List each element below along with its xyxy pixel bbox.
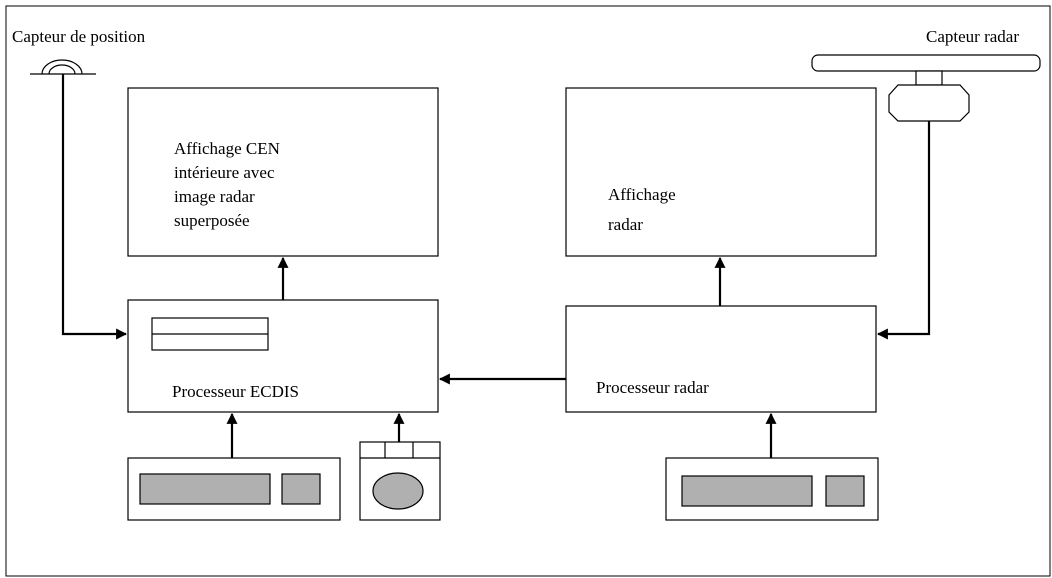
ecdis-display-line-3: image radar <box>174 187 255 206</box>
ecdis-display-line-4: superposée <box>174 211 250 230</box>
ecdis-keyboard-icon <box>127 457 341 521</box>
radar-scanner-icon <box>811 54 1041 122</box>
radar-processor-box <box>565 305 877 413</box>
position-sensor-antenna-icon <box>30 59 96 75</box>
ecdis-display-box <box>127 87 439 257</box>
ecdis-processor-label: Processeur ECDIS <box>172 382 299 401</box>
ecdis-display-line-1: Affichage CEN <box>174 139 280 158</box>
radar-display-line-2: radar <box>608 215 643 234</box>
ecdis-trackball-icon <box>359 441 441 521</box>
position-sensor-to-ecdis-arrow <box>61 74 128 340</box>
ecdis-disk-drive-icon <box>151 317 269 351</box>
diagram-frame <box>5 5 1051 577</box>
ecdis-display-label: Affichage CEN intérieure avec image rada… <box>174 139 284 230</box>
position-sensor-label: Capteur de position <box>12 27 146 46</box>
radar-display-line-1: Affichage <box>608 185 676 204</box>
radar-sensor-to-processor-arrow <box>876 121 931 340</box>
radar-processor-label: Processeur radar <box>596 378 709 397</box>
radar-display-box <box>565 87 877 257</box>
ecdis-display-line-2: intérieure avec <box>174 163 275 182</box>
radar-keyboard-icon <box>665 457 879 521</box>
radar-display-label: Affichage radar <box>608 185 680 234</box>
radar-sensor-label: Capteur radar <box>926 27 1019 46</box>
